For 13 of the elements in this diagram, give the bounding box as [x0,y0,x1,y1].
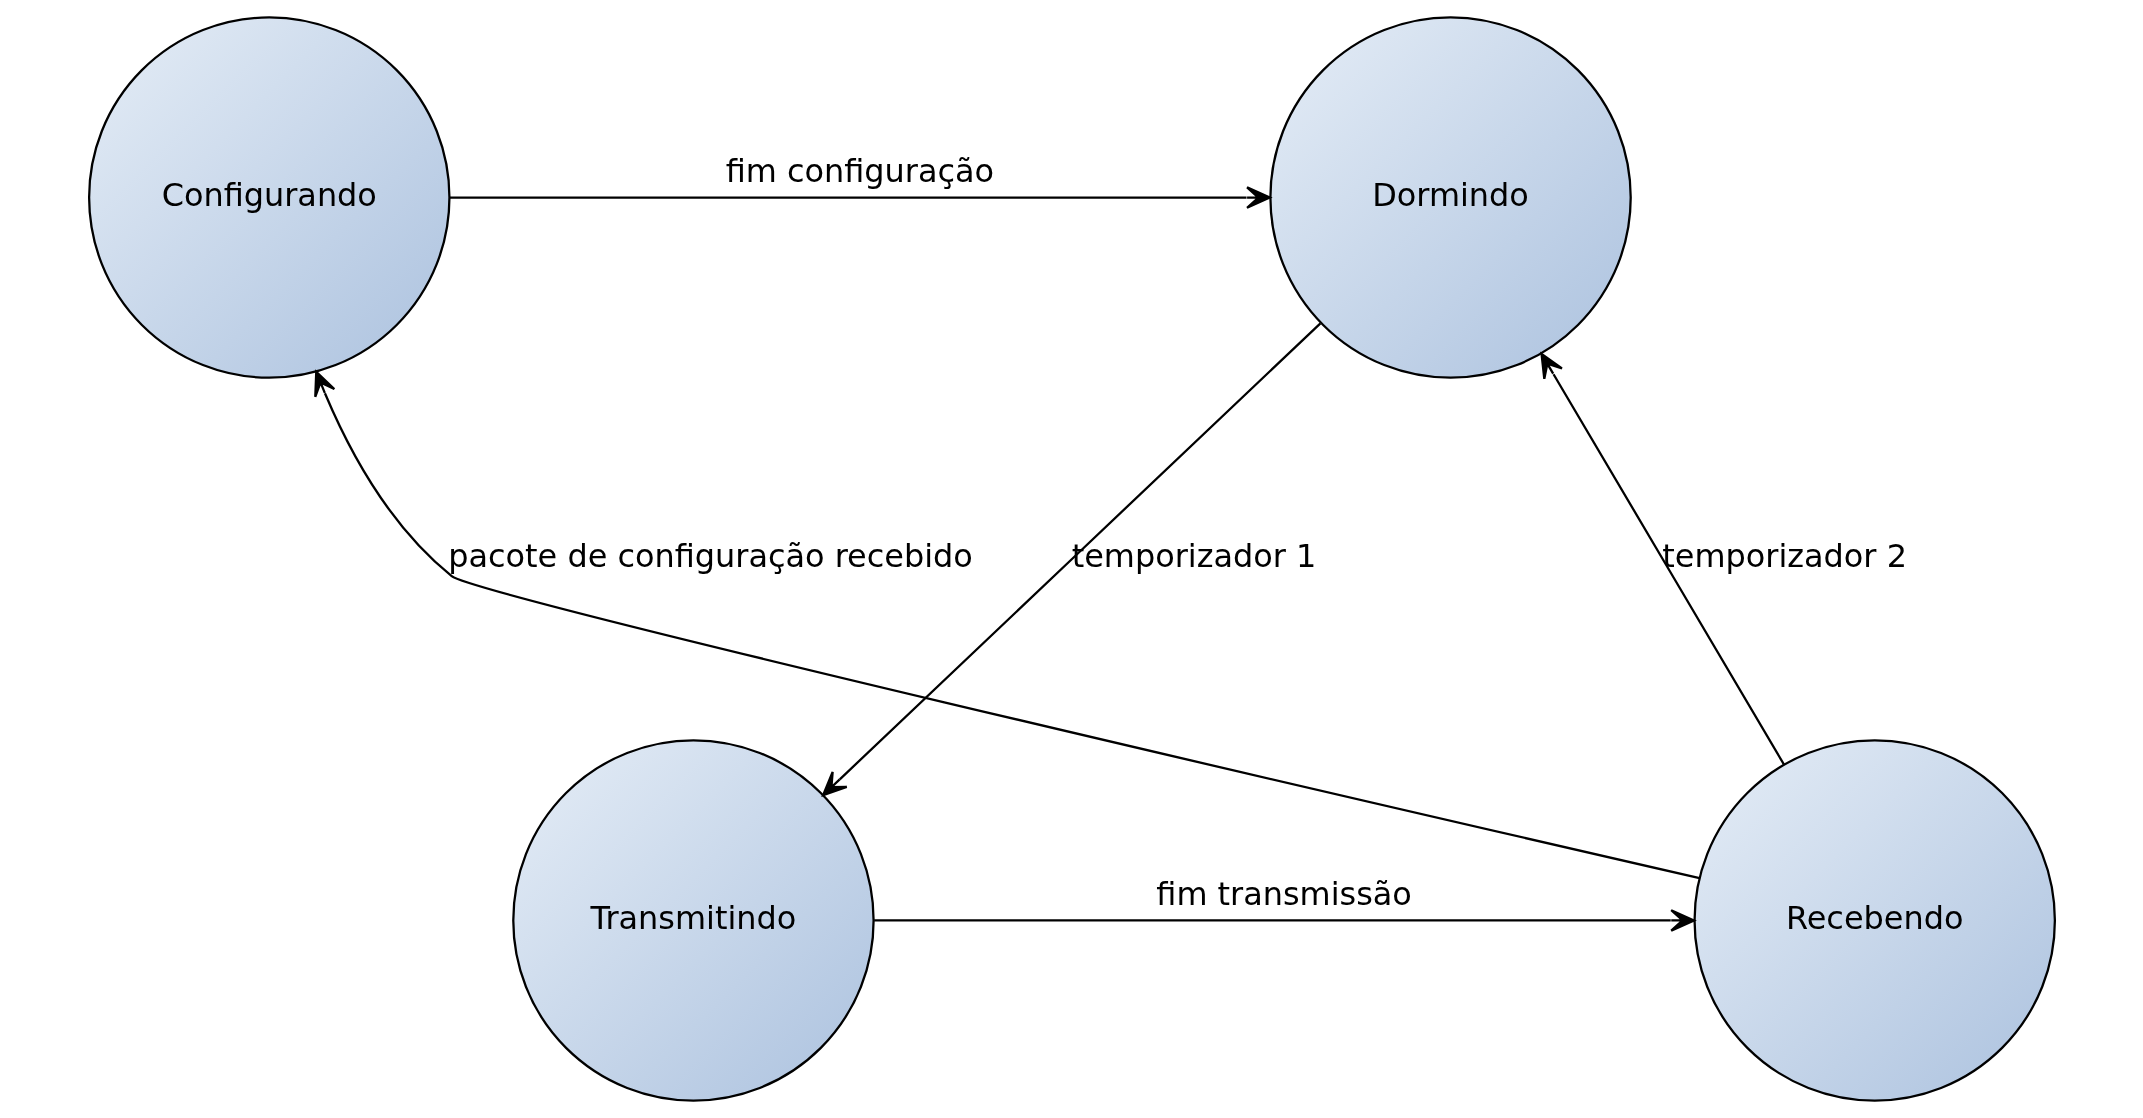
arrow [873,909,1695,932]
node-circle: Recebendo [1692,739,2056,1102]
edge-label: pacote de configuração recebido [447,537,973,576]
edge-label: fim transmissão [1155,874,1412,913]
edge-label: temporizador 1 [1071,537,1316,576]
arrow [1539,352,1785,765]
arrow [313,370,1700,880]
node-circle: Transmitindo [511,739,875,1102]
arrow [449,186,1271,209]
node-circle: Configurando [87,16,451,379]
arrow [821,322,1321,797]
edge-label: temporizador 2 [1661,537,1907,576]
edge-label: fim configuração [725,152,994,191]
